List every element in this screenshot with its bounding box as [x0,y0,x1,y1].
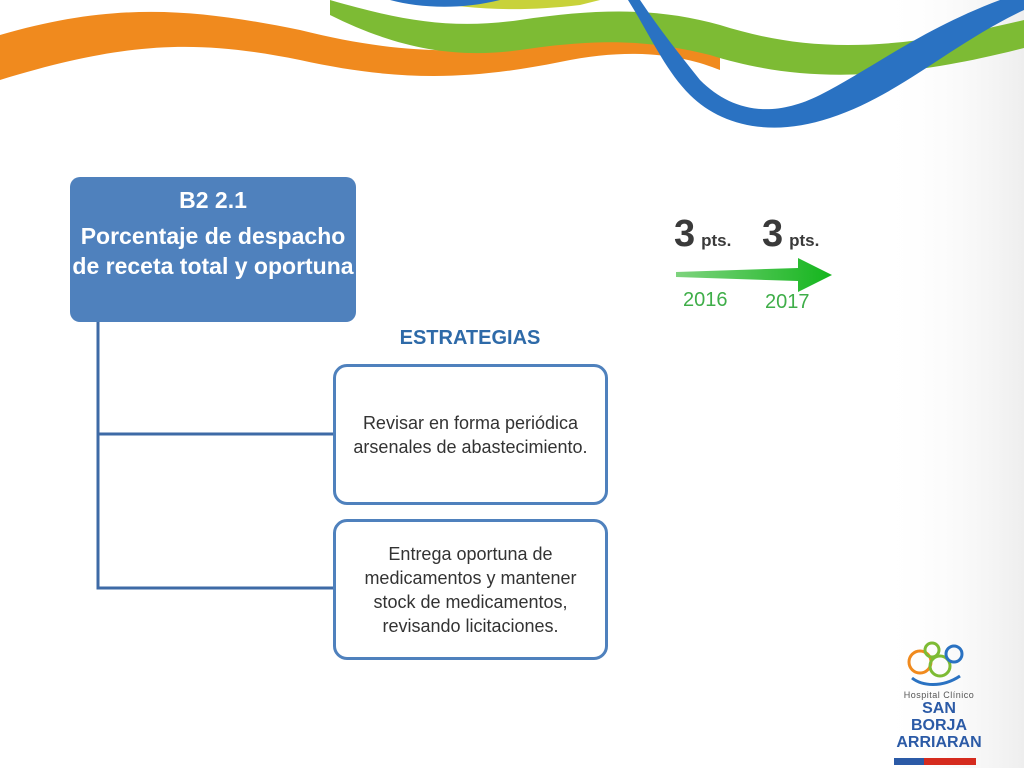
year-label: 2016 [683,289,728,311]
indicator-code: B2 2.1 [179,187,247,213]
right-side-panel [880,0,1024,768]
strategy-text: Entrega oportuna de medicamentos y mante… [364,543,577,636]
score-2017: 3 pts. [762,213,819,256]
score-unit: pts. [789,231,820,250]
logo-name-line1: SAN BORJA [910,700,967,734]
hospital-logo-icon [907,641,964,686]
strategy-box: Revisar en forma periódica arsenales de … [333,364,608,505]
blue-ribbon-top [390,0,500,7]
logo-subtitle: Hospital Clínico [903,690,975,700]
score-value: 3 [762,213,784,255]
strategies-label: ESTRATEGIAS [399,327,541,349]
indicator-header: B2 2.1 Porcentaje de despacho de receta … [70,177,356,322]
indicator-title: Porcentaje de despacho de receta total y… [72,223,354,279]
strategy-text: Revisar en forma periódica arsenales de … [353,412,588,457]
green-ribbon [330,0,1024,75]
connector-lines [96,322,333,590]
hospital-logo: Hospital Clínico SAN BORJA ARRIARAN [894,634,984,751]
logo-name-line2: ARRIARAN [896,734,982,751]
year-label: 2017 [765,291,810,313]
score-value: 3 [674,213,696,255]
blue-ribbon [628,0,1024,128]
strategy-box: Entrega oportuna de medicamentos y mante… [333,519,608,660]
progress-arrow [676,258,832,292]
score-2016: 3 pts. [674,213,731,256]
score-unit: pts. [701,231,732,250]
flag-stripe [894,758,976,765]
orange-ribbon [0,11,720,81]
